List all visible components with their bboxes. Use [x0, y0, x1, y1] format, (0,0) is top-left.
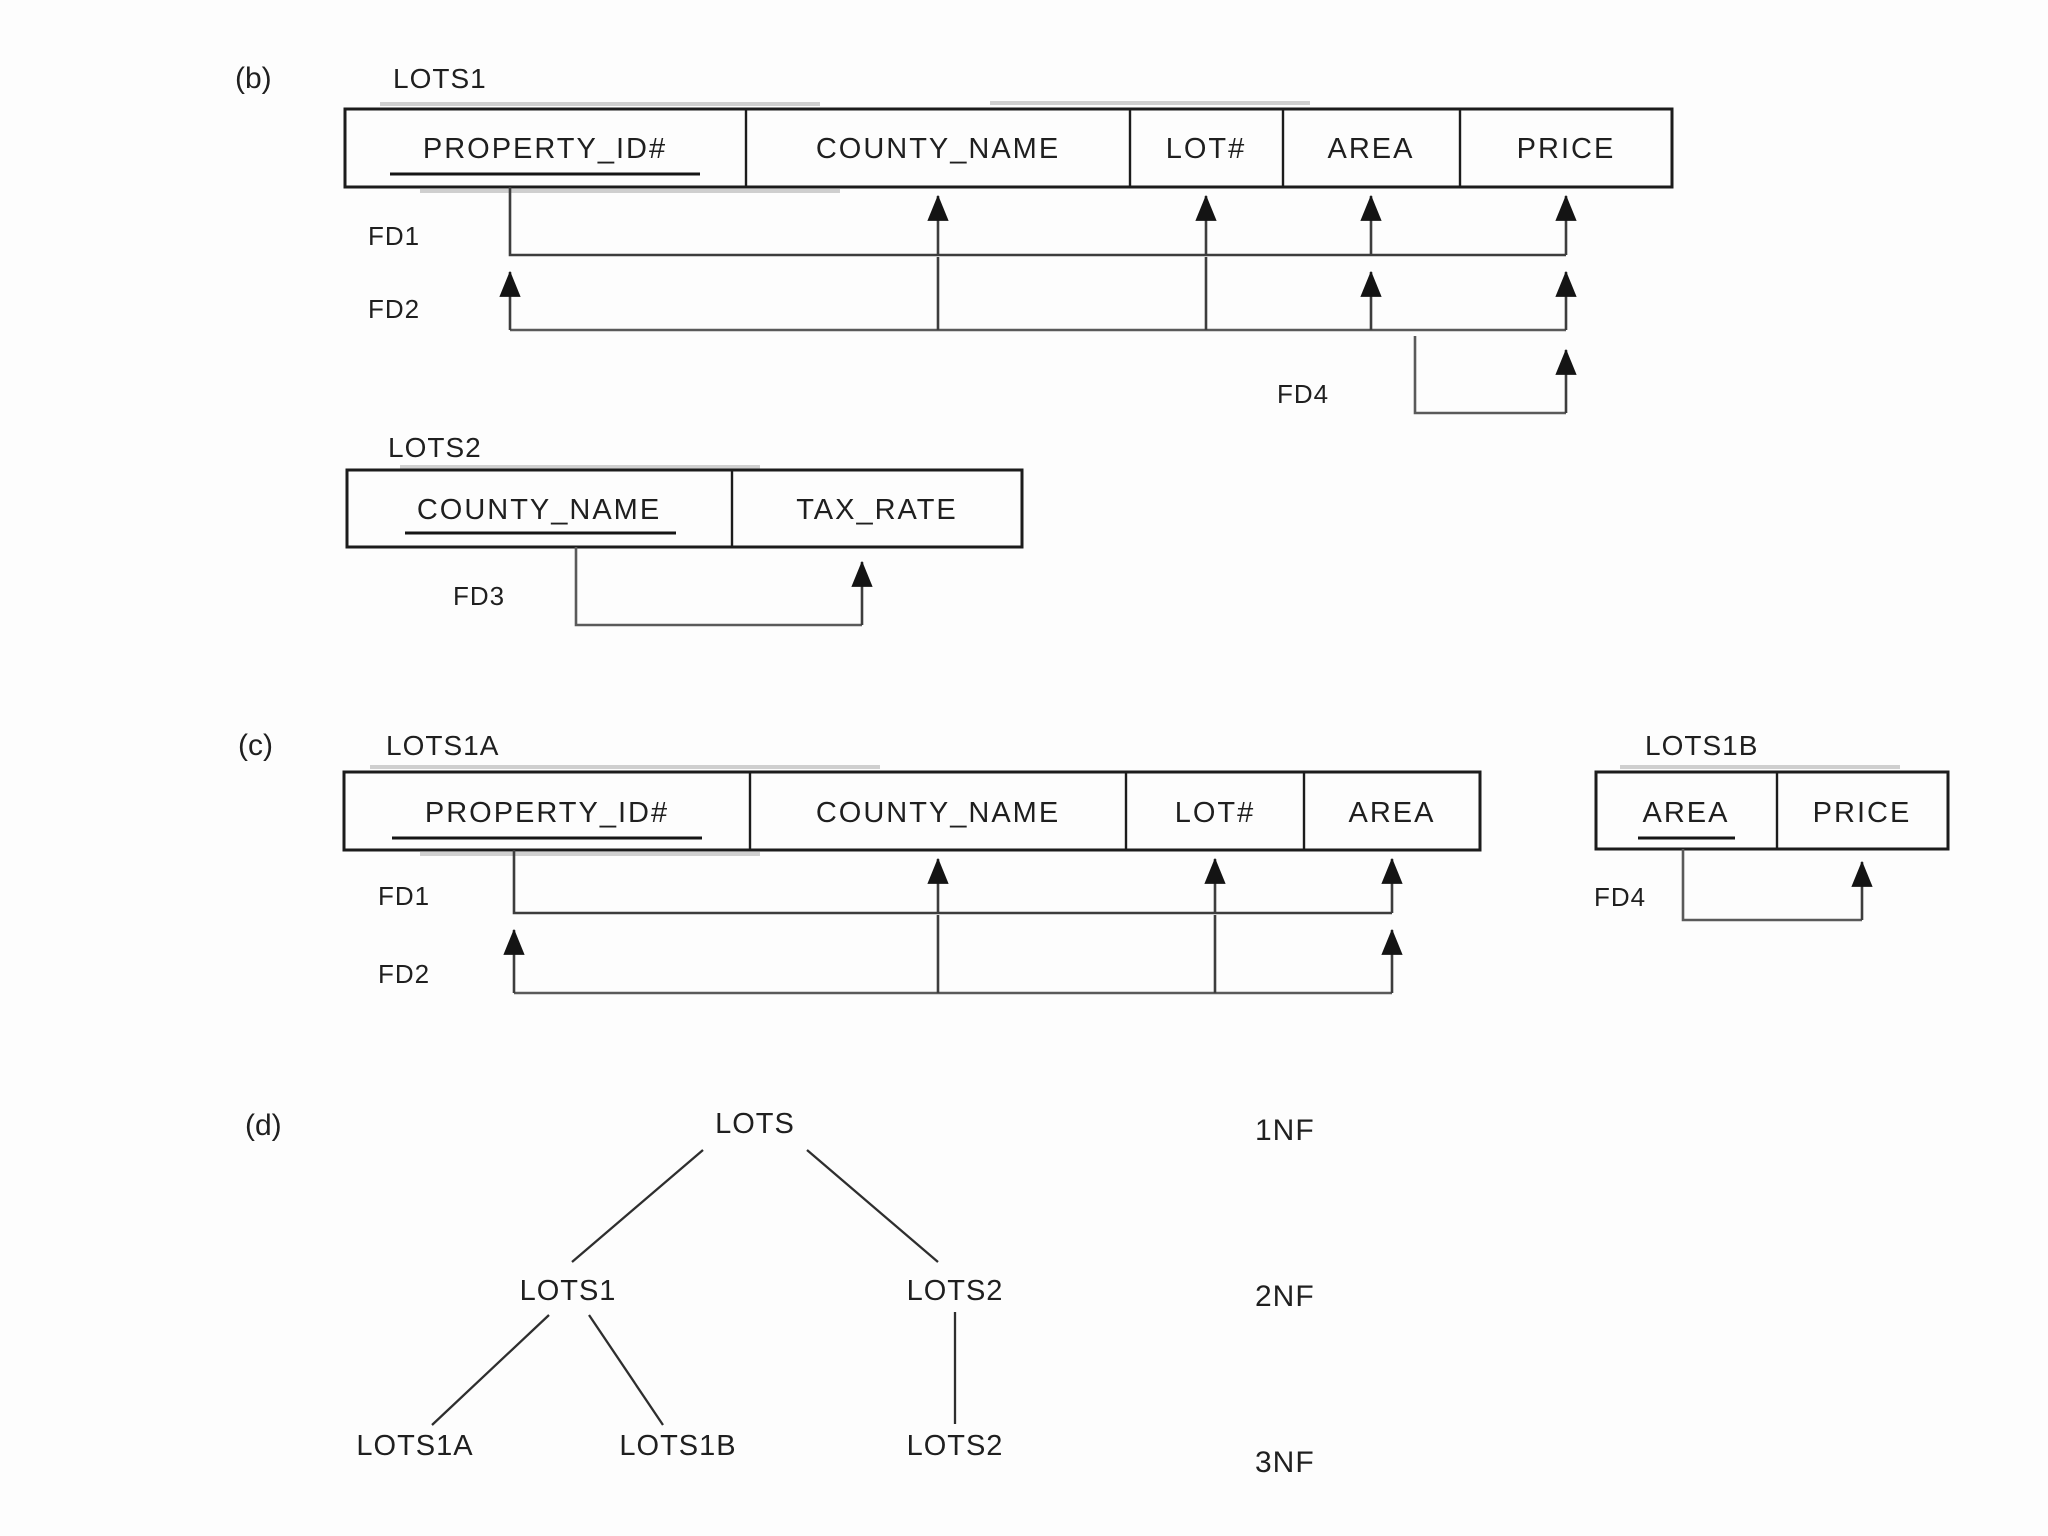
lots2-table-frame: [345, 468, 1024, 549]
lots1-col-area: AREA: [1328, 133, 1415, 165]
tree-edge-lots1-lots1b: [588, 1314, 664, 1426]
section-d-tag: (d): [245, 1109, 282, 1142]
lots1-title: LOTS1: [393, 63, 487, 94]
lots1b-table-frame: [1594, 770, 1950, 851]
lots1b-table: AREA PRICE: [1594, 770, 1950, 851]
fd2-label: FD2: [368, 294, 420, 324]
section-c-tag: (c): [238, 729, 273, 762]
fd1-label: FD1: [368, 221, 420, 251]
lots1a-table-frame: [342, 770, 1482, 852]
fd1-b: FD1: [368, 187, 1577, 257]
lots2-title: LOTS2: [388, 432, 482, 463]
nf-label-1nf: 1NF: [1255, 1114, 1315, 1147]
fd2-c: FD2: [378, 915, 1403, 995]
lots1a-col-property-id: PROPERTY_ID#: [425, 797, 669, 829]
fd4-line: [1413, 336, 1566, 415]
fd1-line: [512, 850, 1392, 915]
fd2-b: FD2: [368, 257, 1577, 332]
lots1a-col-county-name: COUNTY_NAME: [816, 797, 1060, 829]
fd4-label: FD4: [1277, 379, 1329, 409]
fd3-label: FD3: [453, 581, 505, 611]
tree-node-lots1: LOTS1: [520, 1275, 617, 1307]
fd4-label: FD4: [1594, 882, 1646, 912]
lots1b-title: LOTS1B: [1645, 730, 1758, 761]
lots1-col-county-name: COUNTY_NAME: [816, 133, 1060, 165]
tree-edge-lots-lots1: [571, 1149, 704, 1263]
fd2-label: FD2: [378, 959, 430, 989]
section-d: (d) LOTS LOTS1 LOTS2 LOTS1A LOTS1B LOTS2…: [245, 1108, 1315, 1479]
lots2-table: COUNTY_NAME TAX_RATE: [345, 468, 1024, 549]
fd1-c: FD1: [378, 850, 1403, 915]
lots1-col-property-id: PROPERTY_ID#: [423, 133, 667, 165]
lots1a-table: PROPERTY_ID# COUNTY_NAME LOT# AREA: [342, 770, 1482, 852]
nf-label-3nf: 3NF: [1255, 1446, 1315, 1479]
tree-node-lots2: LOTS2: [907, 1275, 1004, 1307]
tree-node-lots1b: LOTS1B: [619, 1430, 736, 1462]
fd4-c: FD4: [1594, 849, 1873, 922]
section-b-tag: (b): [235, 62, 272, 95]
lots1-col-lot: LOT#: [1166, 133, 1247, 165]
fd4-line: [1681, 849, 1862, 922]
tree-node-lots2-bottom: LOTS2: [907, 1430, 1004, 1462]
tree-edge-lots-lots2: [806, 1149, 939, 1263]
lots1a-title: LOTS1A: [386, 730, 499, 761]
lots1a-col-area: AREA: [1349, 797, 1436, 829]
fd3-line: [574, 547, 862, 627]
lots2-col-county-name: COUNTY_NAME: [417, 494, 661, 526]
nf-label-2nf: 2NF: [1255, 1280, 1315, 1313]
section-b: (b) LOTS1 PROPERTY_ID# COUNTY_NAME LOT# …: [235, 62, 1674, 627]
lots1-table-frame: [343, 107, 1674, 189]
lots2-col-tax-rate: TAX_RATE: [796, 494, 958, 526]
lots1b-col-price: PRICE: [1813, 797, 1912, 829]
lots1-table: PROPERTY_ID# COUNTY_NAME LOT# AREA PRICE: [343, 107, 1674, 189]
section-c: (c) LOTS1A PROPERTY_ID# COUNTY_NAME LOT#…: [238, 729, 1950, 995]
tree-node-lots: LOTS: [715, 1108, 795, 1140]
fd3-b: FD3: [453, 547, 873, 627]
fd4-b: FD4: [1277, 336, 1577, 415]
fd1-line: [508, 187, 1566, 257]
fd1-label: FD1: [378, 881, 430, 911]
tree-node-lots1a: LOTS1A: [356, 1430, 473, 1462]
lots1a-col-lot: LOT#: [1175, 797, 1256, 829]
lots1b-col-area: AREA: [1643, 797, 1730, 829]
lots1-col-price: PRICE: [1517, 133, 1616, 165]
tree-edge-lots1-lots1a: [431, 1314, 550, 1426]
